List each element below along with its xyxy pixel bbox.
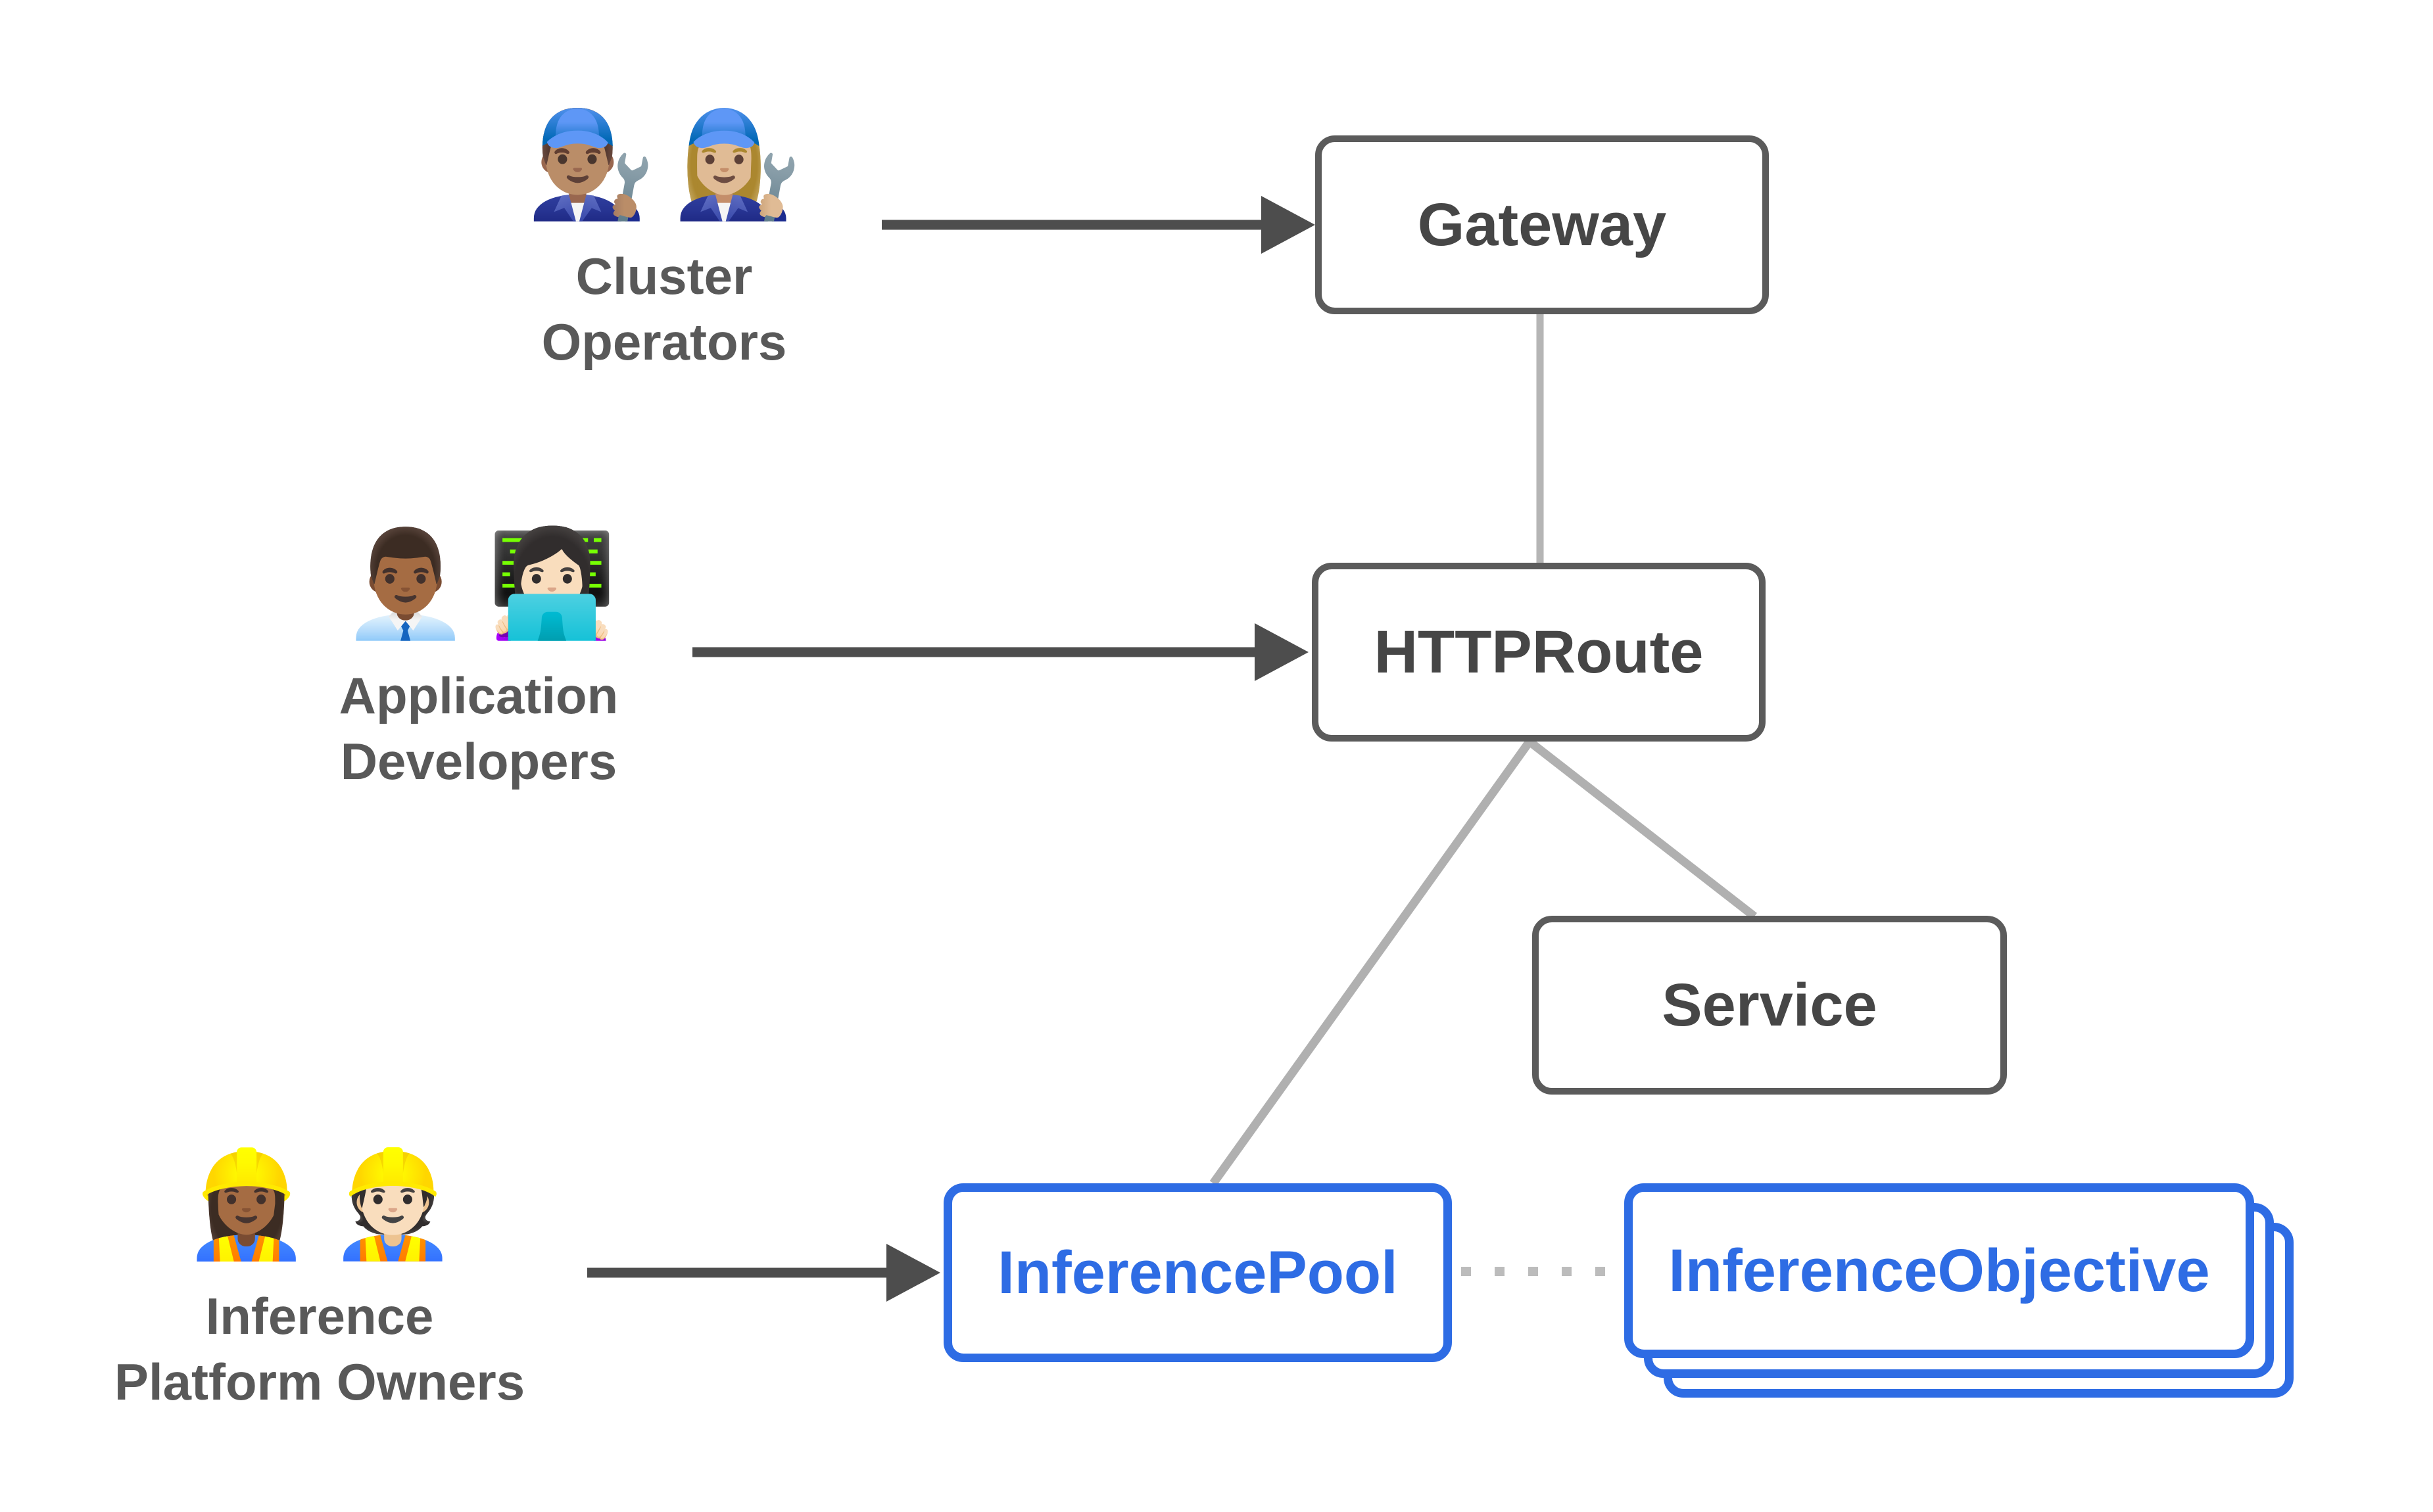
application-developers-label-line1: Application [339, 666, 619, 724]
node-inferencepool-label: InferencePool [998, 1239, 1398, 1306]
node-inferenceobjective: InferenceObjective [1624, 1183, 2254, 1358]
node-service: Service [1532, 916, 2007, 1095]
application-developers-emojis: 👨🏾‍💼 👩🏻‍💻 [216, 525, 742, 644]
man-mechanic-emoji: 👨🏽‍🔧 [526, 106, 656, 222]
cluster-operators-label-line2: Operators [541, 312, 787, 371]
arrow-inference-platform-owners-to-inferencepool [587, 1244, 940, 1302]
actor-inference-platform-owners: 👷🏾‍♀️ 👷🏻 Inference Platform Owners [57, 1145, 583, 1415]
woman-construction-worker-emoji: 👷🏾‍♀️ [181, 1146, 311, 1262]
application-developers-label-line2: Developers [340, 732, 617, 790]
node-httproute: HTTPRoute [1312, 563, 1766, 742]
inference-platform-owners-label-line2: Platform Owners [114, 1352, 525, 1411]
edge-httproute-service [1527, 738, 1757, 920]
cluster-operators-label-line1: Cluster [575, 247, 753, 305]
node-gateway: Gateway [1315, 135, 1769, 314]
man-construction-worker-emoji: 👷🏻 [328, 1146, 458, 1262]
inference-platform-owners-emojis: 👷🏾‍♀️ 👷🏻 [57, 1145, 583, 1265]
node-service-label: Service [1662, 971, 1877, 1039]
node-gateway-label: Gateway [1417, 191, 1667, 258]
node-inferenceobjective-label: InferenceObjective [1668, 1237, 2210, 1304]
edge-httproute-inferencepool [1209, 739, 1533, 1186]
woman-mechanic-emoji: 👩🏼‍🔧 [673, 106, 802, 222]
man-office-worker-emoji: 👨🏾‍💼 [341, 526, 470, 642]
node-inferencepool: InferencePool [944, 1183, 1452, 1362]
inference-platform-owners-label: Inference Platform Owners [57, 1283, 583, 1415]
woman-technologist-emoji: 👩🏻‍💻 [487, 526, 617, 642]
application-developers-label: Application Developers [216, 663, 742, 794]
actor-application-developers: 👨🏾‍💼 👩🏻‍💻 Application Developers [216, 525, 742, 794]
arrow-cluster-operators-to-gateway [882, 196, 1315, 254]
node-inferenceobjective-stack: InferenceObjective [1624, 1183, 2295, 1400]
cluster-operators-emojis: 👨🏽‍🔧 👩🏼‍🔧 [401, 105, 927, 225]
cluster-operators-label: Cluster Operators [401, 243, 927, 375]
node-httproute-label: HTTPRoute [1374, 618, 1704, 686]
arrow-application-developers-to-httproute [692, 623, 1309, 681]
actor-cluster-operators: 👨🏽‍🔧 👩🏼‍🔧 Cluster Operators [401, 105, 927, 375]
inference-platform-owners-label-line1: Inference [205, 1287, 434, 1345]
